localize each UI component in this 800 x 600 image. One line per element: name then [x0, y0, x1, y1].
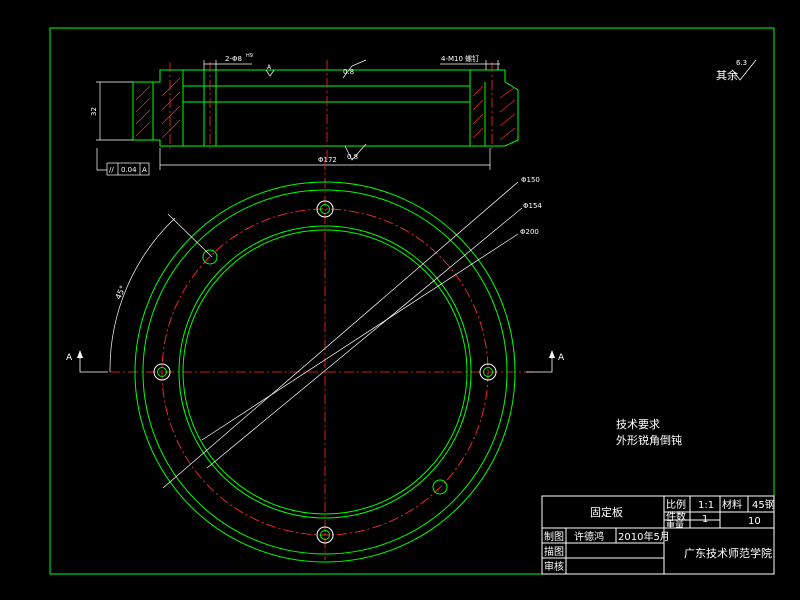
- dim-bottom: Φ172: [318, 156, 337, 164]
- hatch-left: [135, 77, 181, 139]
- part-name: 固定板: [590, 505, 623, 519]
- bolt-hole: [479, 363, 497, 381]
- outer-circle-2: [142, 189, 508, 555]
- tech-requirements: 技术要求 外形锐角倒钝: [616, 418, 682, 447]
- tolerance-symbol: //: [109, 166, 114, 174]
- bolt-circle: [161, 208, 489, 536]
- roughness-note-value: 6.3: [736, 59, 747, 67]
- traced-label: 描图: [544, 545, 564, 558]
- qty-label: 件数: [666, 510, 686, 523]
- section-view: 2-Φ8 H9 A 0.8 4-M10 螺钉 32 Φ172 0.8 // 0.…: [90, 53, 519, 176]
- dim-d2: Φ154: [523, 202, 542, 210]
- dim-top-right: 4-M10 螺钉: [441, 54, 479, 63]
- bolt-hole: [153, 363, 171, 381]
- dim-height: 32: [90, 107, 98, 116]
- inner-circle-2: [182, 229, 468, 515]
- drawing-no: 10: [748, 516, 761, 527]
- dim-top-left: 2-Φ8: [225, 55, 242, 63]
- roughness-top: 0.8: [343, 68, 354, 76]
- tech-title: 技术要求: [616, 418, 660, 431]
- plan-view: Φ150 Φ154 Φ200 45° A A: [66, 160, 565, 563]
- checked-label: 审核: [544, 560, 564, 573]
- drawn-label: 制图: [544, 530, 564, 543]
- tolerance-value: 0.04: [121, 166, 137, 174]
- drawn-by: 许德鸿: [574, 530, 604, 543]
- tech-line1: 外形锐角倒钝: [616, 433, 682, 447]
- outer-circle: [134, 181, 516, 563]
- weight-label: 重量: [666, 519, 684, 531]
- material-label: 材料: [722, 498, 742, 511]
- section-mark-left: A: [66, 353, 73, 363]
- roughness-bottom: 0.8: [347, 153, 358, 161]
- tolerance-frame: [106, 162, 150, 176]
- bolt-hole: [316, 526, 334, 544]
- tolerance-datum: A: [142, 166, 147, 174]
- material-value: 45钢: [752, 498, 775, 511]
- roughness-note-label: 其余: [716, 68, 738, 82]
- scale-label: 比例: [666, 498, 686, 511]
- qty-value: 1: [702, 514, 708, 525]
- pin-hole: [432, 479, 448, 495]
- school-name: 广东技术师范学院: [684, 546, 772, 560]
- section-mark-right: A: [558, 353, 565, 363]
- title-block: 固定板 比例 1:1 材料 45钢 件数 1 重量 10 制图 许德鸿 2010…: [541, 495, 775, 575]
- drawing-border: [49, 27, 775, 575]
- pin-hole: [202, 249, 218, 265]
- datum-symbol: A: [267, 64, 272, 71]
- dim-top-left-sup: H9: [246, 53, 253, 59]
- dim-d1: Φ150: [521, 176, 540, 184]
- scale-value: 1:1: [698, 500, 714, 511]
- inner-circle: [178, 225, 472, 519]
- drawn-date: 2010年5月: [618, 530, 670, 543]
- roughness-note: 6.3 其余: [716, 59, 757, 82]
- dim-d3: Φ200: [520, 228, 539, 236]
- hatch-right: [472, 85, 516, 141]
- angle-dim: 45°: [114, 284, 128, 301]
- bolt-hole: [316, 200, 334, 218]
